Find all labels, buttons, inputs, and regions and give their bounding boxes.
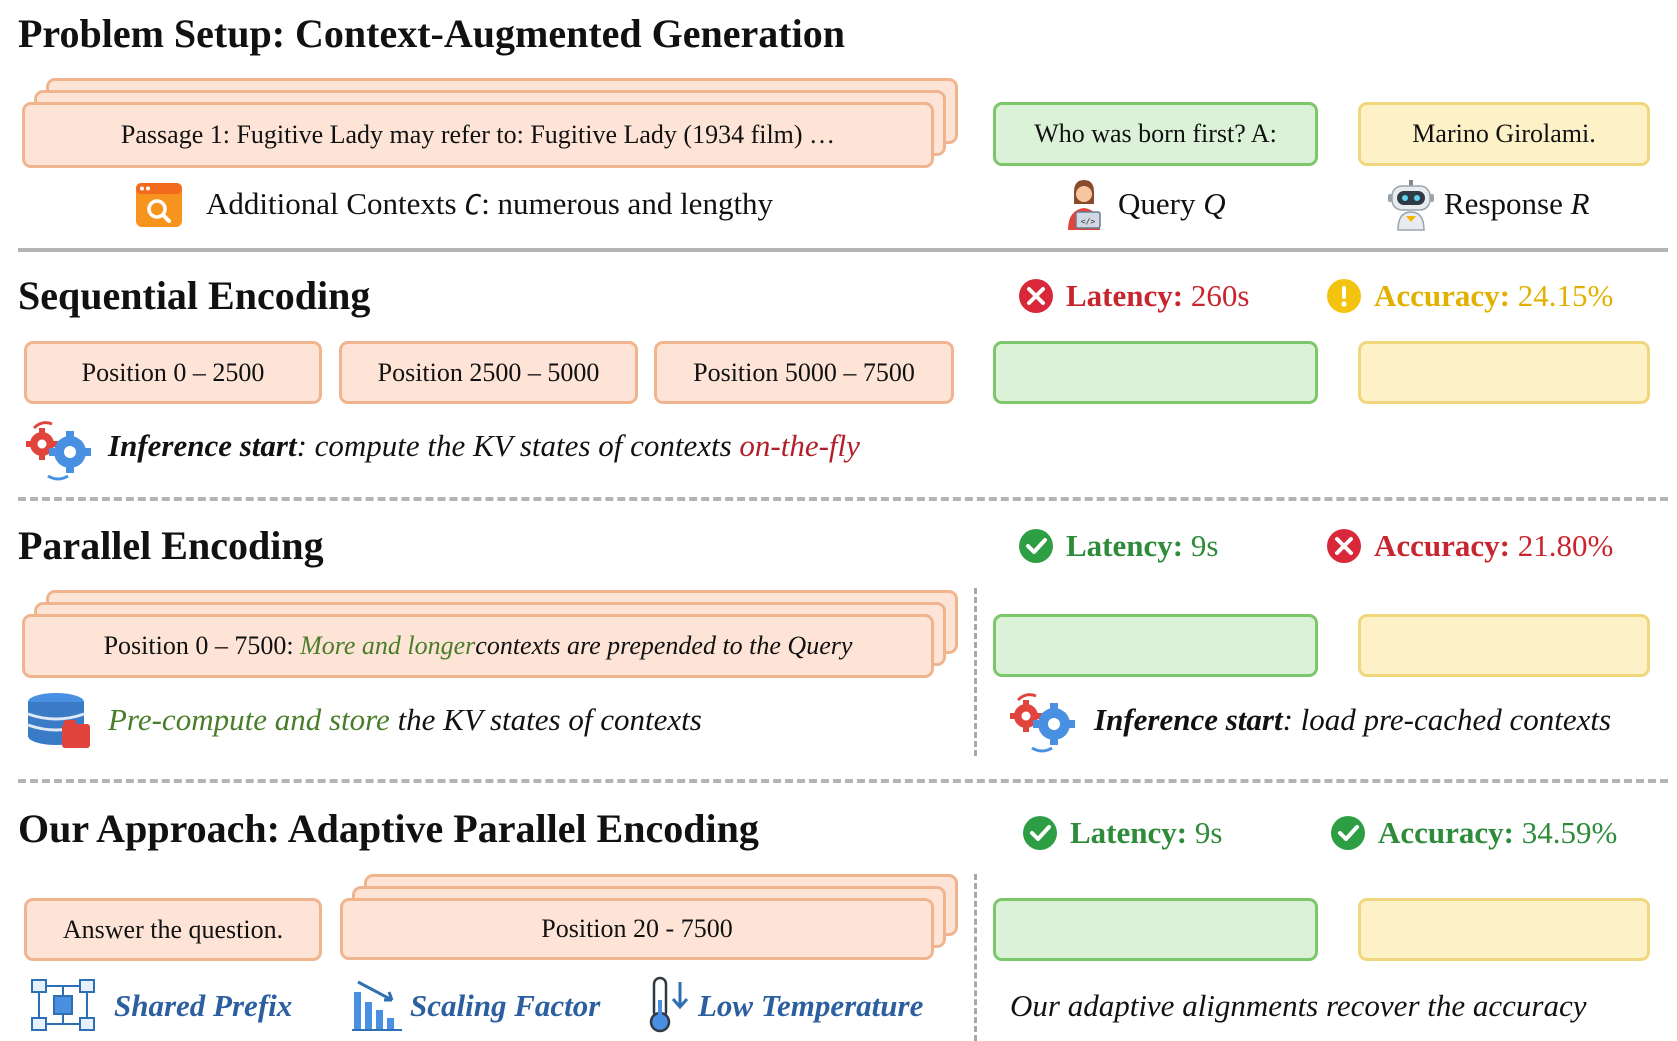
ours-position-text: Position 20 - 7500 (541, 914, 733, 943)
sequential-inference-bold: Inference start (108, 428, 297, 463)
thermometer-low-icon (648, 976, 692, 1039)
parallel-position-box: Position 0 – 7500: More and longer conte… (22, 614, 934, 678)
section-divider-dashed-1 (18, 497, 1668, 501)
contexts-label-text: Additional Contexts (206, 186, 457, 221)
ours-position-box: Position 20 - 7500 (340, 898, 934, 960)
feature-low-temperature: Low Temperature (698, 988, 924, 1023)
section-divider-solid (18, 248, 1668, 252)
ours-latency-label: Latency: (1070, 815, 1188, 850)
svg-text:</>: </> (1081, 217, 1096, 226)
x-circle-icon (1019, 279, 1053, 313)
passage-text: Passage 1: Fugitive Lady may refer to: F… (120, 120, 836, 149)
database-icon (26, 692, 92, 755)
parallel-precompute-green: Pre-compute and store (108, 702, 390, 737)
sequential-query-box (993, 341, 1318, 404)
prefix-box-text: Answer the question. (62, 914, 284, 944)
search-window-icon (135, 182, 183, 233)
robot-icon (1388, 180, 1434, 237)
sequential-accuracy-label: Accuracy: (1374, 278, 1510, 313)
ours-recover-text: Our adaptive alignments recover the accu… (1010, 988, 1587, 1023)
parallel-latency-value: 9s (1190, 528, 1219, 563)
sequential-position-box-3: Position 5000 – 7500 (654, 341, 954, 404)
response-label: Response R (1444, 186, 1590, 222)
ours-accuracy: Accuracy: 34.59% (1330, 815, 1617, 851)
parallel-position-prefix: Position 0 – 7500: (103, 631, 294, 660)
x-circle-icon (1327, 529, 1361, 563)
sequential-latency-value: 260s (1190, 278, 1250, 313)
sequential-position-box-2: Position 2500 – 5000 (339, 341, 638, 404)
parallel-position-rest: contexts are prepended to the Query (475, 631, 853, 660)
ours-query-box (993, 898, 1318, 961)
parallel-precompute-rest: the KV states of contexts (389, 702, 702, 737)
network-diagram-icon (30, 978, 96, 1037)
sequential-accuracy-value: 24.15% (1517, 278, 1614, 313)
bar-chart-down-icon (352, 978, 402, 1037)
user-laptop-icon: </> (1062, 178, 1106, 237)
sequential-inference-text: : compute the KV states of contexts (296, 428, 740, 463)
parallel-vertical-divider (974, 588, 977, 756)
response-box: Marino Girolami. (1358, 102, 1650, 166)
warning-circle-icon (1327, 279, 1361, 313)
parallel-accuracy: Accuracy: 21.80% (1326, 528, 1613, 564)
sequential-response-box (1358, 341, 1650, 404)
parallel-position-green: More and longer (300, 631, 476, 660)
parallel-accuracy-value: 21.80% (1517, 528, 1614, 563)
sequential-position-2: Position 2500 – 5000 (377, 357, 600, 387)
parallel-inference-bold: Inference start (1094, 702, 1283, 737)
query-var: Q (1203, 186, 1226, 221)
response-label-text: Response (1444, 186, 1563, 221)
ours-latency-value: 9s (1194, 815, 1223, 850)
sequential-accuracy: Accuracy: 24.15% (1326, 278, 1613, 314)
section-divider-dashed-2 (18, 779, 1668, 783)
query-label-text: Query (1118, 186, 1196, 221)
parallel-response-box (1358, 614, 1650, 677)
gears-icon (1010, 690, 1078, 761)
check-circle-icon (1331, 816, 1365, 850)
feature-scaling-factor: Scaling Factor (410, 988, 601, 1023)
check-circle-icon (1023, 816, 1057, 850)
contexts-desc: : numerous and lengthy (481, 186, 774, 221)
gears-icon (26, 418, 94, 489)
sequential-position-3: Position 5000 – 7500 (693, 357, 915, 387)
sequential-title: Sequential Encoding (18, 273, 371, 318)
sequential-inference: Inference start: compute the KV states o… (108, 428, 860, 464)
sequential-inference-red: on-the-fly (739, 428, 860, 463)
response-box-text: Marino Girolami. (1412, 119, 1596, 148)
ours-vertical-divider (974, 874, 977, 1041)
ours-title: Our Approach: Adaptive Parallel Encoding (18, 806, 759, 851)
ours-latency: Latency: 9s (1022, 815, 1222, 851)
ours-response-box (1358, 898, 1650, 961)
parallel-accuracy-label: Accuracy: (1374, 528, 1510, 563)
parallel-latency-label: Latency: (1066, 528, 1184, 563)
sequential-latency: Latency: 260s (1018, 278, 1249, 314)
query-box: Who was born first? A: (993, 102, 1318, 166)
parallel-precompute: Pre-compute and store the KV states of c… (108, 702, 702, 738)
setup-title: Problem Setup: Context-Augmented Generat… (18, 11, 845, 56)
parallel-position-line: Position 0 – 7500: More and longer conte… (25, 617, 931, 675)
sequential-position-box-1: Position 0 – 2500 (24, 341, 322, 404)
passage-box: Passage 1: Fugitive Lady may refer to: F… (22, 102, 934, 168)
sequential-position-1: Position 0 – 2500 (81, 357, 265, 387)
response-var: R (1570, 186, 1590, 221)
parallel-latency: Latency: 9s (1018, 528, 1218, 564)
ours-accuracy-label: Accuracy: (1378, 815, 1514, 850)
contexts-var: C (464, 188, 482, 221)
query-label: Query Q (1118, 186, 1226, 222)
ours-accuracy-value: 34.59% (1521, 815, 1618, 850)
query-box-text: Who was born first? A: (1034, 119, 1277, 148)
check-circle-icon (1019, 529, 1053, 563)
sequential-latency-label: Latency: (1066, 278, 1184, 313)
contexts-label: Additional Contexts C: numerous and leng… (206, 186, 773, 222)
feature-shared-prefix: Shared Prefix (114, 988, 293, 1023)
prefix-box: Answer the question. (24, 898, 322, 961)
parallel-query-box (993, 614, 1318, 677)
parallel-title: Parallel Encoding (18, 523, 324, 568)
parallel-inference: Inference start: load pre-cached context… (1094, 702, 1611, 738)
parallel-inference-text: : load pre-cached contexts (1282, 702, 1612, 737)
